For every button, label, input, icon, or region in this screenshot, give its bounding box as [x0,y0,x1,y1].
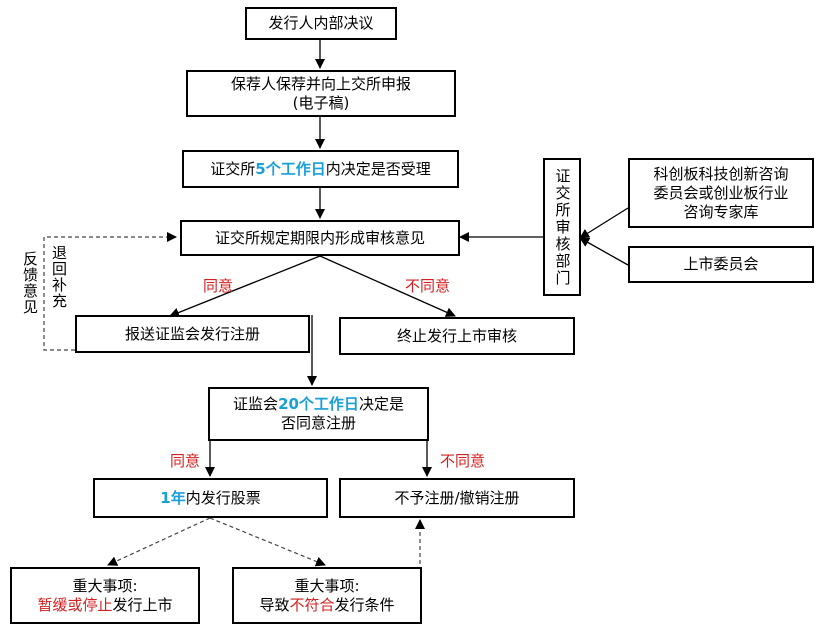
issue-shares-highlight: 1年 [160,488,186,507]
exchange-review-department-label: 证交所审核部门 [553,167,572,287]
submit-to-csrc-label: 报送证监会发行注册 [124,324,260,343]
major-event-2-pre: 导致 [259,595,290,614]
arrow-review-to-register [169,255,321,318]
exchange-acceptance-post: 内决定是否受理 [325,159,431,178]
csrc-registration-decision: 证监会20个工作日决定是 否同意注册 [208,387,429,441]
sponsor-submission-line1: 保荐人保荐并向上交所申报 [230,74,411,93]
exchange-acceptance-highlight: 5个工作日 [255,159,326,178]
csrc-decision-pre: 证监会 [233,395,279,413]
issue-shares-post: 内发行股票 [185,488,261,507]
exchange-review-opinion-label: 证交所规定期限内形成审核意见 [214,228,425,247]
label-agree-2: 同意 [170,452,201,470]
major-event-1-title: 重大事项: [72,576,138,595]
reject-registration: 不予注册/撤销注册 [339,478,575,518]
expert-line2: 委员会或创业板行业 [653,183,789,202]
arrow-committee-to-dept [579,237,629,266]
issuer-internal-resolution: 发行人内部决议 [245,7,397,40]
listing-committee: 上市委员会 [628,246,814,283]
label-disagree-2: 不同意 [440,452,486,470]
arrow-feedback-loop [43,232,177,351]
csrc-decision-line2: 否同意注册 [280,414,356,432]
terminate-review-label: 终止发行上市审核 [396,326,517,345]
expert-consultation-committee: 科创板科技创新咨询 委员会或创业板行业 咨询专家库 [628,158,814,228]
csrc-decision-line1: 证监会20个工作日决定是 [233,395,404,414]
label-agree-1: 同意 [203,277,234,295]
listing-committee-label: 上市委员会 [683,255,759,273]
issue-shares-text: 1年内发行股票 [160,489,260,508]
major-event-1-post: 发行上市 [112,595,173,614]
major-event-2-post: 发行条件 [334,595,395,614]
arrow-issue-to-major1 [107,517,211,566]
exchange-review-department: 证交所审核部门 [543,158,581,296]
sponsor-submission: 保荐人保荐并向上交所申报 (电子稿) [186,70,456,117]
label-feedback: 反馈意见 [21,251,39,315]
issuer-internal-resolution-label: 发行人内部决议 [268,14,374,32]
csrc-decision-highlight: 20个工作日 [278,395,359,413]
major-event-suspend: 重大事项: 暂缓或停止发行上市 [10,567,200,624]
label-disagree-1: 不同意 [405,277,451,295]
arrow-issue-to-major2 [209,517,326,567]
major-event-1-detail: 暂缓或停止发行上市 [37,596,172,615]
exchange-acceptance: 证交所5个工作日内决定是否受理 [182,150,459,188]
major-event-2-red: 不符合 [289,595,335,614]
expert-line3: 咨询专家库 [683,202,759,221]
major-event-2-title: 重大事项: [294,576,360,595]
exchange-review-opinion: 证交所规定期限内形成审核意见 [180,220,460,256]
label-return: 退回补充 [50,245,68,309]
exchange-acceptance-text: 证交所5个工作日内决定是否受理 [210,160,430,179]
expert-line1: 科创板科技创新咨询 [653,164,789,183]
arrow-review-to-terminate [319,255,456,317]
arrow-expert-to-dept [579,207,629,239]
exchange-acceptance-pre: 证交所 [210,159,256,178]
terminate-review: 终止发行上市审核 [339,317,575,355]
major-event-1-red: 暂缓或停止 [37,595,113,614]
sponsor-submission-line2: (电子稿) [292,93,350,112]
major-event-noncompliant: 重大事项: 导致不符合发行条件 [232,567,422,624]
csrc-decision-post: 决定是 [358,395,404,413]
submit-to-csrc-registration: 报送证监会发行注册 [75,315,310,353]
major-event-2-detail: 导致不符合发行条件 [259,596,394,615]
reject-registration-label: 不予注册/撤销注册 [394,488,520,507]
issue-shares: 1年内发行股票 [93,478,328,518]
